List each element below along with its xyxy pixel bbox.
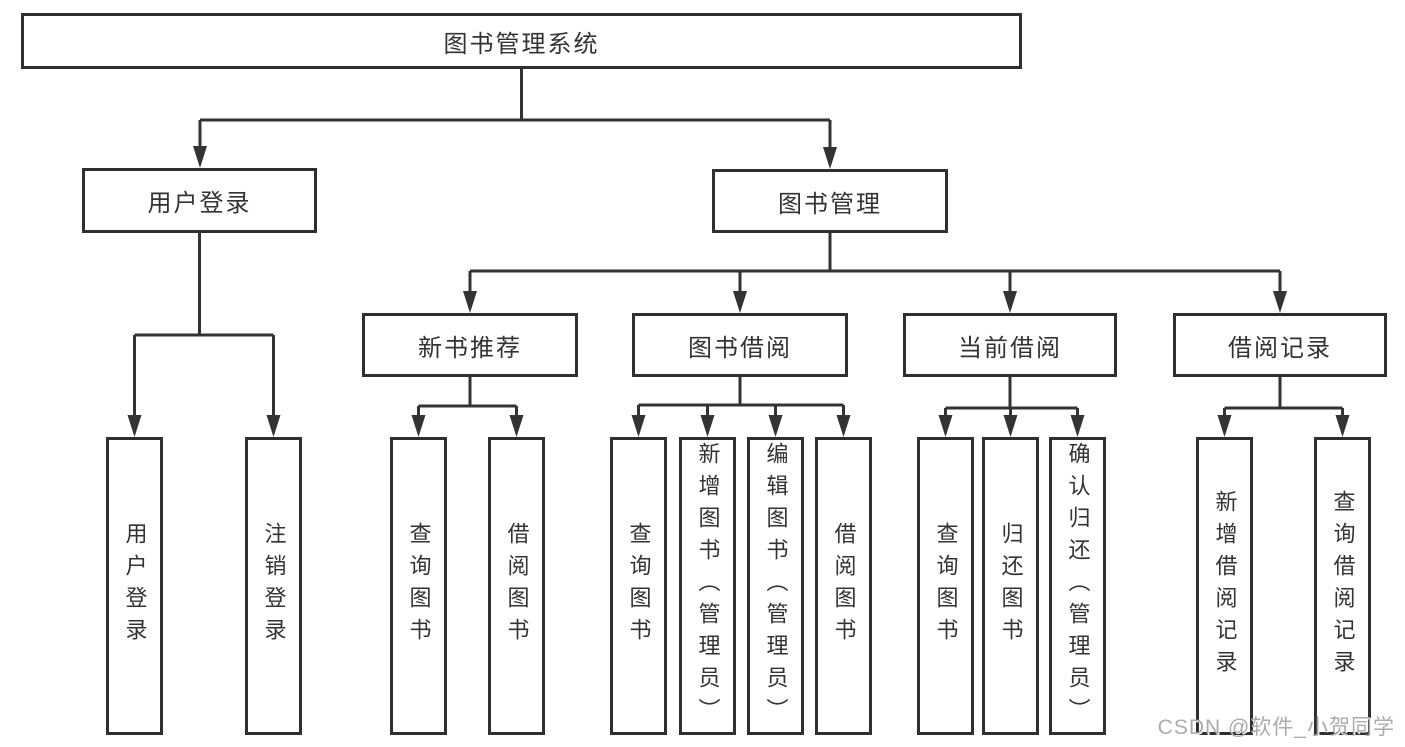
leaf-borrow-books-borrow-label: 借阅图书	[831, 522, 857, 650]
leaf-user-login-label: 用户登录	[122, 522, 148, 650]
leaf-add-borrow-record: 新增借阅记录	[1196, 437, 1253, 735]
leaf-borrow-books-recommend-label: 借阅图书	[504, 522, 530, 650]
node-book-management-label: 图书管理	[778, 190, 882, 218]
leaf-return-books: 归还图书	[982, 437, 1039, 735]
leaf-borrow-books-borrow: 借阅图书	[815, 437, 872, 735]
connector-user-login-split	[127, 233, 281, 437]
leaf-query-books-borrow: 查询图书	[610, 437, 667, 735]
node-current-borrowing: 当前借阅	[903, 313, 1117, 377]
node-new-book-recommend-label: 新书推荐	[418, 334, 522, 362]
leaf-logout: 注销登录	[245, 437, 302, 735]
leaf-add-books-admin: 新增图书（管理员）	[679, 437, 736, 735]
leaf-query-books-borrow-label: 查询图书	[626, 522, 652, 650]
leaf-user-login: 用户登录	[106, 437, 163, 735]
node-borrowing-records: 借阅记录	[1173, 313, 1387, 377]
connector-book-borrowing-split	[631, 377, 851, 437]
connector-book-management-split	[463, 233, 1287, 313]
leaf-query-books-current-label: 查询图书	[933, 522, 959, 650]
leaf-return-books-label: 归还图书	[998, 522, 1024, 650]
leaf-borrow-books-recommend: 借阅图书	[488, 437, 545, 735]
leaf-query-borrow-record-label: 查询借阅记录	[1330, 490, 1356, 682]
leaf-add-borrow-record-label: 新增借阅记录	[1212, 490, 1238, 682]
leaf-confirm-return-admin-label: 确认归还（管理员）	[1065, 442, 1091, 730]
connector-borrowing-records-split	[1217, 377, 1350, 437]
leaf-edit-books-admin: 编辑图书（管理员）	[747, 437, 804, 735]
connector-current-borrowing-split	[938, 377, 1085, 437]
node-book-borrowing: 图书借阅	[632, 313, 848, 377]
node-user-login-label: 用户登录	[147, 190, 252, 217]
node-root-label: 图书管理系统	[443, 30, 600, 58]
leaf-confirm-return-admin: 确认归还（管理员）	[1049, 437, 1106, 735]
node-root: 图书管理系统	[21, 13, 1022, 69]
node-book-borrowing-label: 图书借阅	[688, 334, 792, 362]
connector-root-split	[193, 69, 837, 169]
leaf-add-books-admin-label: 新增图书（管理员）	[695, 442, 721, 730]
node-borrowing-records-label: 借阅记录	[1228, 334, 1332, 362]
node-new-book-recommend: 新书推荐	[362, 313, 578, 377]
leaf-query-borrow-record: 查询借阅记录	[1314, 437, 1371, 735]
node-book-management: 图书管理	[712, 169, 948, 233]
leaf-query-books-current: 查询图书	[917, 437, 974, 735]
leaf-query-books-recommend-label: 查询图书	[406, 522, 432, 650]
leaf-query-books-recommend: 查询图书	[390, 437, 447, 735]
connector-new-book-recommend-split	[411, 377, 524, 437]
watermark: CSDN @软件_小贺同学	[1157, 716, 1395, 739]
node-user-login: 用户登录	[82, 168, 317, 233]
leaf-edit-books-admin-label: 编辑图书（管理员）	[763, 442, 789, 730]
leaf-logout-label: 注销登录	[261, 522, 287, 650]
node-current-borrowing-label: 当前借阅	[958, 334, 1062, 362]
